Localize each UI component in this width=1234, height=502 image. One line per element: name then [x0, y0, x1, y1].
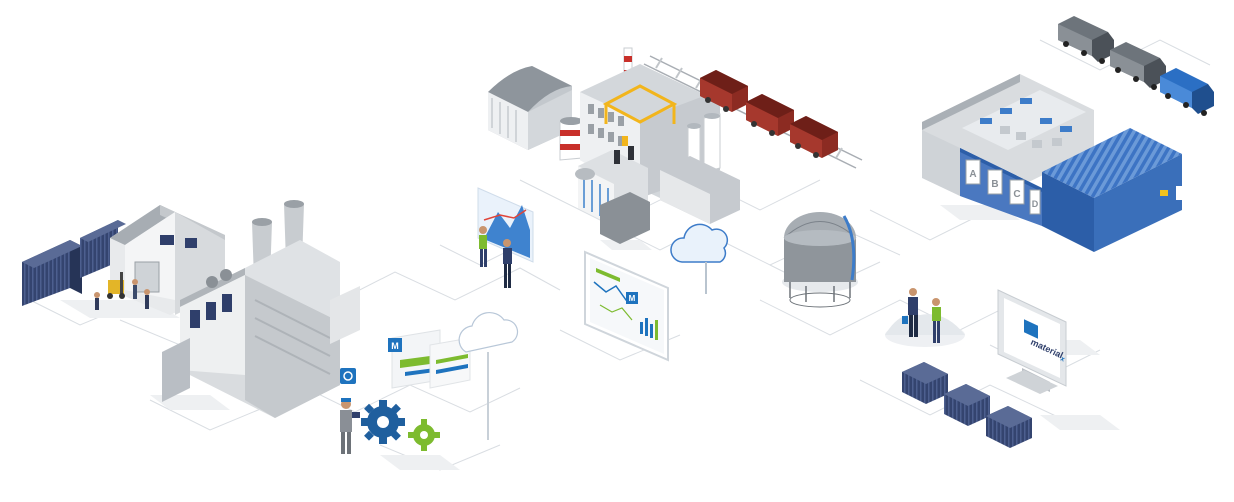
presenter-man	[503, 239, 512, 288]
loading-bays: A B C D	[965, 159, 1041, 215]
businessman	[902, 288, 918, 337]
shipping-container-icon	[22, 220, 126, 306]
dump-truck	[1160, 68, 1214, 116]
gears-icon: M	[340, 329, 471, 454]
bay-letter-a: A	[969, 169, 976, 180]
storage-tank-icon	[782, 212, 858, 308]
rail-car	[746, 94, 794, 136]
svg-text:M: M	[629, 294, 636, 303]
bay-letter-c: C	[1013, 189, 1020, 200]
svg-text:M: M	[391, 341, 399, 351]
hangar-building	[488, 66, 572, 150]
rail-car	[700, 70, 748, 112]
cloud-icon	[670, 223, 729, 294]
power-plant-icon	[488, 47, 740, 244]
analytics-chart-icon	[477, 187, 534, 288]
interior-racks	[962, 90, 1086, 150]
bay-letter-d: D	[1032, 199, 1039, 209]
computer-monitor-icon: material x	[997, 289, 1067, 394]
green-gear	[408, 419, 440, 451]
dashboard-tablet-icon: M	[584, 250, 669, 362]
dump-truck	[1110, 42, 1166, 90]
presenter-woman	[479, 226, 487, 267]
dump-truck	[1058, 16, 1114, 64]
floor-pads	[60, 205, 1120, 470]
shipping-container-icon	[902, 362, 1032, 448]
monitor-brand-subscript: x	[1059, 355, 1066, 363]
vent-fans	[206, 269, 232, 288]
warehouse-icon: A B C D	[922, 74, 1184, 252]
railway-freight-icon	[643, 55, 863, 169]
rail-car	[790, 116, 838, 158]
business-handshake-icon	[885, 288, 965, 347]
operator-worker	[340, 398, 360, 454]
cloud-icon	[458, 311, 519, 440]
blue-gear	[361, 400, 405, 444]
bay-letter-b: B	[991, 179, 998, 190]
truck-convoy-icon	[1058, 16, 1214, 116]
businesswoman	[932, 298, 941, 343]
factory-icon	[22, 200, 360, 418]
